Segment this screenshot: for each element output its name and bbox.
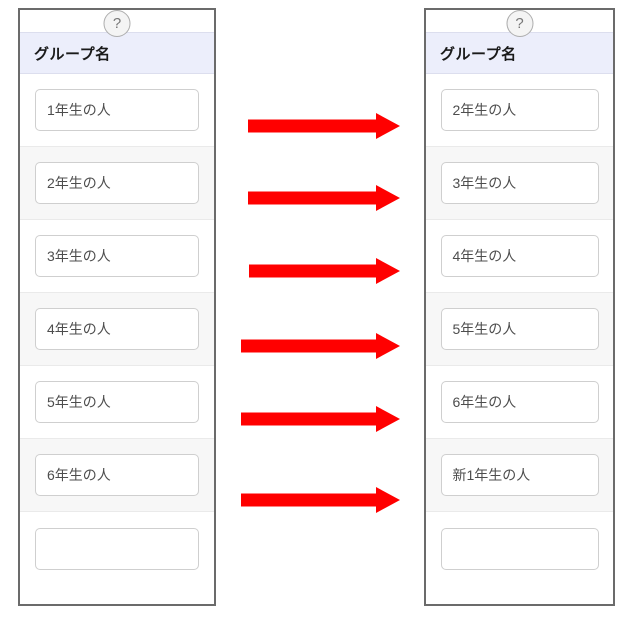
- group-name-input[interactable]: 5年生の人: [35, 381, 199, 423]
- group-name-input[interactable]: 2年生の人: [440, 89, 599, 131]
- red-arrow-icon: [241, 406, 400, 432]
- table-row: 2年生の人: [20, 147, 214, 220]
- after-column-header: グループ名: [426, 32, 613, 74]
- group-name-input[interactable]: 3年生の人: [440, 162, 599, 204]
- group-name-input[interactable]: 1年生の人: [35, 89, 199, 131]
- table-row: 5年生の人: [426, 293, 613, 366]
- table-row: 4年生の人: [20, 293, 214, 366]
- before-column-header: グループ名: [20, 32, 214, 74]
- table-row: 4年生の人: [426, 220, 613, 293]
- table-row: 3年生の人: [426, 147, 613, 220]
- table-row: 5年生の人: [20, 366, 214, 439]
- red-arrow-icon: [248, 185, 400, 211]
- table-row: 1年生の人: [20, 74, 214, 147]
- table-row: 新1年生の人: [426, 439, 613, 512]
- table-row: 6年生の人: [426, 366, 613, 439]
- help-icon-glyph: ?: [112, 15, 122, 32]
- group-name-input[interactable]: 5年生の人: [440, 308, 599, 350]
- group-name-input[interactable]: 3年生の人: [35, 235, 199, 277]
- help-icon[interactable]: ?: [103, 10, 131, 37]
- red-arrow-icon: [241, 333, 400, 359]
- table-row: 2年生の人: [426, 74, 613, 147]
- group-name-input[interactable]: 6年生の人: [35, 454, 199, 496]
- red-arrow-icon: [248, 113, 400, 139]
- after-panel-inner: ? グループ名 2年生の人 3年生の人 4年生の人 5年生の人 6年生の人新1年生の人: [426, 10, 613, 604]
- group-name-input[interactable]: 4年生の人: [440, 235, 599, 277]
- before-rows: 1年生の人 2年生の人 3年生の人 4年生の人 5年生の人 6年生の人: [20, 74, 214, 585]
- group-name-input[interactable]: 6年生の人: [440, 381, 599, 423]
- group-name-input[interactable]: 2年生の人: [35, 162, 199, 204]
- group-name-input[interactable]: [35, 527, 199, 570]
- after-rows: 2年生の人 3年生の人 4年生の人 5年生の人 6年生の人新1年生の人: [426, 74, 613, 585]
- group-name-input[interactable]: [440, 527, 599, 570]
- table-row: [426, 512, 613, 585]
- table-row: 6年生の人: [20, 439, 214, 512]
- group-name-input[interactable]: 新1年生の人: [440, 454, 599, 496]
- before-column-header-label: グループ名: [34, 45, 111, 63]
- before-group-list-panel: ? グループ名 1年生の人 2年生の人 3年生の人 4年生の人 5年生の人 6年生の人: [18, 8, 216, 606]
- help-icon-glyph: ?: [515, 15, 524, 32]
- table-row: [20, 512, 214, 585]
- group-name-input[interactable]: 4年生の人: [35, 308, 199, 350]
- after-column-header-label: グループ名: [440, 45, 517, 63]
- red-arrow-icon: [241, 487, 400, 513]
- after-group-list-panel: ? グループ名 2年生の人 3年生の人 4年生の人 5年生の人 6年生の人新1年生の人: [424, 8, 615, 606]
- table-row: 3年生の人: [20, 220, 214, 293]
- help-icon[interactable]: ?: [506, 10, 533, 37]
- red-arrow-icon: [249, 258, 400, 284]
- before-panel-inner: ? グループ名 1年生の人 2年生の人 3年生の人 4年生の人 5年生の人 6年生の人: [20, 10, 214, 604]
